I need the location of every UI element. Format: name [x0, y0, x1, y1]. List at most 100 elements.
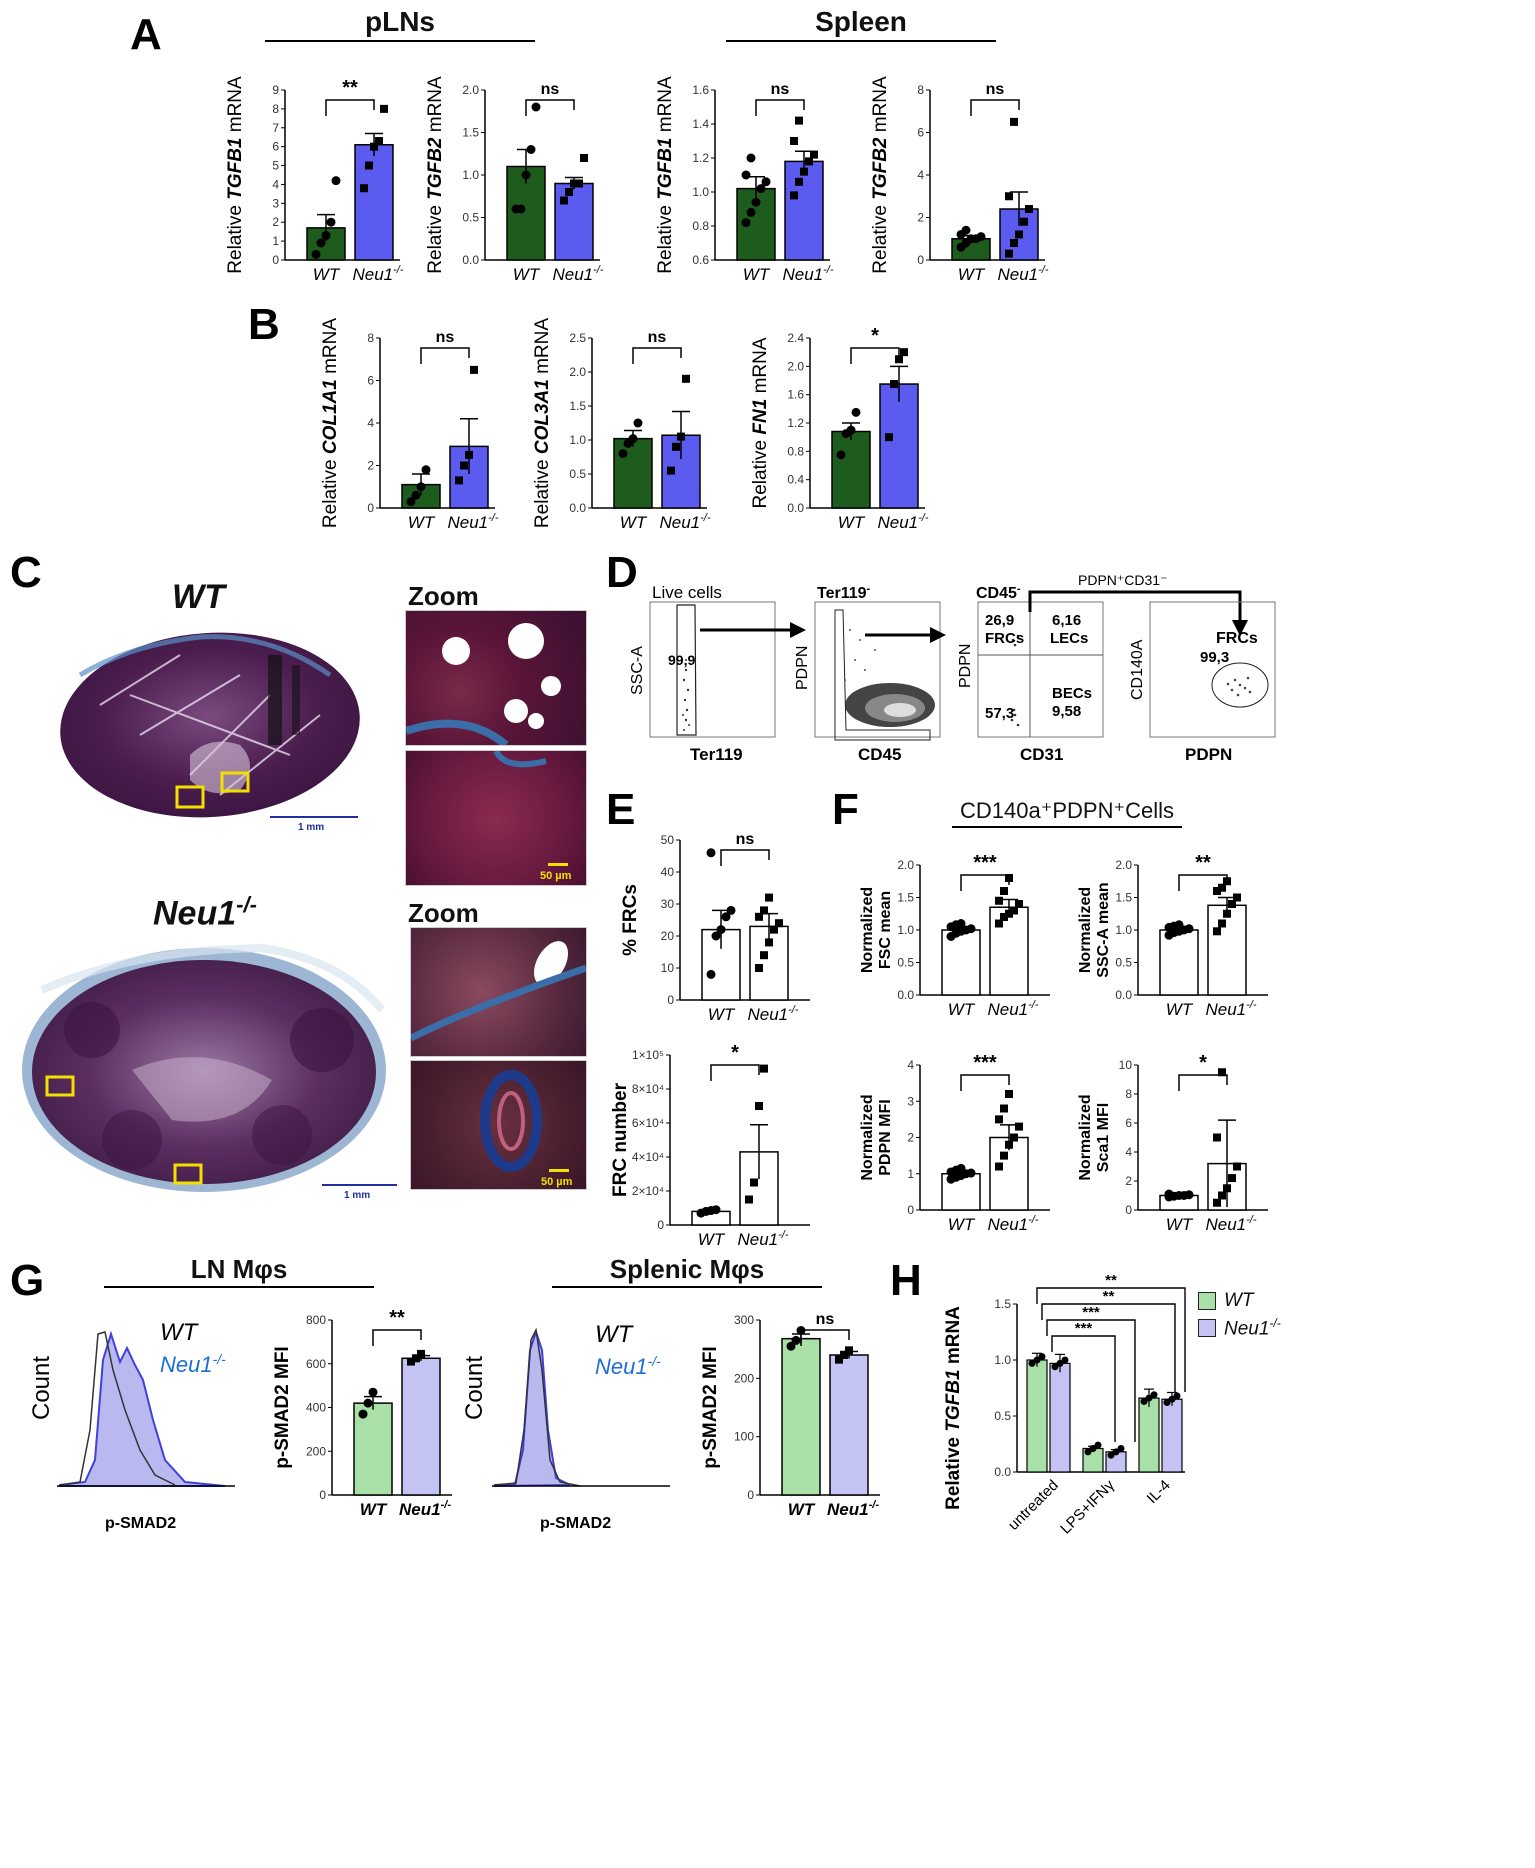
y-tick-label: 1×10⁵	[632, 1048, 664, 1062]
significance-label: **	[1103, 1288, 1115, 1305]
significance-bracket	[420, 347, 470, 364]
y-tick-label: 1.5	[462, 126, 479, 140]
data-point-neu1	[667, 466, 675, 475]
data-point	[1107, 1451, 1115, 1459]
neu-zoom-box-2	[173, 1163, 203, 1185]
chart-h1: Relative TGFB1 mRNA0.00.51.01.5untreated…	[943, 1272, 1186, 1537]
x-tick-label-neu1: Neu1-/-	[659, 512, 710, 532]
y-tick-label: 1.2	[787, 416, 804, 430]
data-point	[1089, 1444, 1097, 1452]
y-tick-label: 3	[272, 196, 279, 210]
flow-p3-q1b: FRCs	[985, 630, 1024, 647]
x-tick-label-wt: WT	[788, 1500, 816, 1519]
y-tick-label: 40	[661, 865, 675, 879]
data-point-neu1	[1020, 217, 1028, 226]
x-tick-label-neu1: Neu1-/-	[399, 1499, 451, 1519]
data-point	[1061, 1356, 1069, 1364]
x-tick-label-neu1: Neu1-/-	[737, 1229, 788, 1249]
y-tick-label: 0	[1125, 1203, 1132, 1217]
data-point-neu1	[1218, 883, 1226, 892]
data-point-neu1	[755, 964, 763, 972]
zoom-label-neu: Zoom	[408, 898, 479, 928]
data-point-neu1	[770, 925, 778, 934]
data-point	[1112, 1448, 1120, 1456]
bar-neu1	[879, 383, 919, 509]
significance-bracket	[970, 99, 1020, 116]
data-point-wt	[746, 153, 756, 163]
flow-p2-ylabel: PDPN	[794, 646, 811, 690]
neu-zoom-image-1	[410, 927, 587, 1057]
data-point-wt	[531, 102, 541, 112]
data-point-wt	[411, 490, 421, 500]
header-splenic-mphis: Splenic Mφs	[609, 1254, 765, 1284]
data-point-wt	[706, 848, 716, 858]
data-point	[1150, 1391, 1158, 1399]
y-tick-label: 0.0	[897, 988, 914, 1002]
data-point-wt	[406, 497, 416, 507]
header-splenic-line	[552, 1286, 822, 1288]
header-spleen: Spleen	[815, 6, 907, 37]
data-point-neu1	[1218, 1068, 1226, 1077]
data-point-neu1	[560, 196, 568, 205]
data-point-neu1	[1000, 1104, 1008, 1113]
y-tick-label: 1.0	[692, 185, 709, 199]
y-tick-label: 6	[367, 374, 374, 388]
x-tick-label-wt: WT	[958, 265, 986, 284]
y-axis-label: Normalized	[1077, 887, 1094, 973]
hist-spleen-ylabel: Count	[461, 1356, 488, 1420]
data-point-wt	[316, 238, 326, 248]
y-tick-label: 2.5	[569, 331, 586, 345]
significance-bracket	[1041, 1303, 1176, 1392]
data-point-neu1	[1233, 1162, 1241, 1171]
legend-neu-swatch	[1198, 1319, 1216, 1338]
data-point-neu1	[1010, 1133, 1018, 1142]
bar-wt	[831, 430, 871, 509]
significance-label: ns	[541, 81, 560, 98]
y-tick-label: 8	[272, 102, 279, 116]
bar-neu1	[354, 144, 394, 261]
y-tick-label: 5	[272, 159, 279, 173]
data-point-wt	[726, 905, 736, 915]
y-tick-label: 0.8	[787, 444, 804, 458]
data-point-neu1	[1218, 1191, 1226, 1200]
x-tick-label-wt: WT	[948, 1215, 976, 1234]
y-tick-label: 0.4	[787, 473, 804, 487]
data-point-neu1	[800, 167, 808, 176]
y-tick-label: 6	[1125, 1116, 1132, 1130]
hist-ln-wt: WT	[160, 1319, 200, 1346]
data-point-wt	[1184, 924, 1194, 934]
neu-zoom-image-2: 50 µm	[410, 1060, 587, 1190]
legend-h-neu: Neu1-/-	[1198, 1316, 1281, 1340]
significance-bracket	[800, 1329, 850, 1346]
data-point-wt	[966, 1168, 976, 1178]
significance-bracket	[1051, 1335, 1116, 1442]
neu-zoom-box-1	[45, 1075, 75, 1097]
significance-label: ns	[771, 81, 790, 98]
significance-label: ***	[973, 1052, 997, 1074]
data-point-neu1	[810, 150, 818, 159]
x-tick-label-wt: WT	[948, 1000, 976, 1019]
header-spleen-line	[726, 40, 996, 42]
y-tick-label: 7	[272, 121, 279, 135]
y-tick-label: 0	[367, 501, 374, 515]
significance-label: ns	[736, 831, 755, 848]
x-tick-label-neu1: Neu1-/-	[747, 1004, 798, 1024]
y-tick-label: 2.0	[1115, 858, 1132, 872]
data-point-wt	[716, 925, 726, 935]
wt-zoom-box-1	[175, 785, 205, 809]
y-tick-label: 0.5	[569, 467, 586, 481]
y-axis-label-line2: SSC-A mean	[1095, 882, 1112, 977]
y-axis-label: Relative TGFB1 mRNA	[943, 1306, 964, 1510]
bar-neu1	[1207, 904, 1247, 996]
flow-p3-q4: BECs	[1052, 685, 1092, 702]
bar-wt	[353, 1402, 393, 1496]
x-tick-label-neu1: Neu1-/-	[1205, 999, 1256, 1019]
x-tick-label-neu1: Neu1-/-	[987, 1214, 1038, 1234]
data-point-neu1	[580, 154, 588, 162]
data-point-neu1	[1010, 906, 1018, 915]
y-tick-label: 50	[661, 833, 675, 847]
